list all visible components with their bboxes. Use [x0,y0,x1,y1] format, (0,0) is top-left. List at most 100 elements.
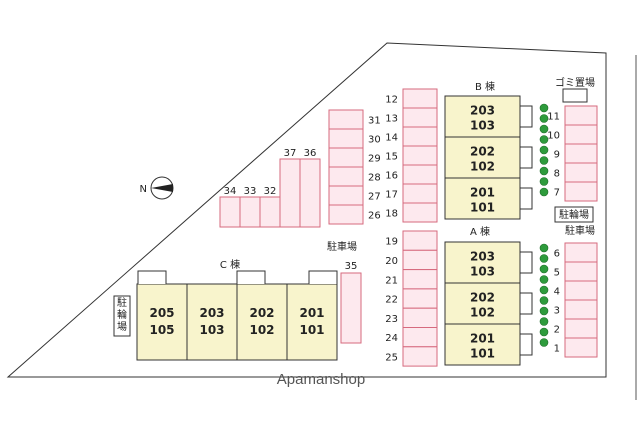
watermark: Apamanshop [277,371,365,388]
parking-col-b-number: 22 [385,295,398,306]
parking-col-31-space [328,166,364,187]
tree-icon [539,114,549,123]
parking-tall-space [299,158,321,228]
parking-single-number: 35 [345,261,358,272]
tree-icon [539,177,549,186]
parking-col-b-space [402,346,438,367]
tree-icon [539,327,549,337]
parking-col-31-number: 27 [368,192,381,203]
building-a-unit [444,241,521,284]
parking-col-a-space [402,126,438,147]
parking-row-number: 33 [244,186,257,197]
tree-icon [539,145,549,155]
north-label: N [140,184,147,195]
parking-right-top-number: 8 [554,169,560,180]
bicycle-parking-left [113,295,131,337]
tree-icon [539,285,549,295]
parking-col-a-space [402,88,438,109]
parking-tall-space [279,158,301,228]
building-b-unit [444,136,521,179]
building-c-label: C 棟 [220,258,240,271]
parking-right-top-number: 11 [547,112,560,123]
building-c-entrance [236,270,266,284]
building-b-lower-number: 101 [470,201,495,215]
parking-tall-number: 36 [304,148,317,159]
parking-row-number: 32 [264,186,277,197]
parking-right-label: 駐車場 [565,224,595,237]
parking-row-space [219,196,241,228]
parking-right-top-space [564,105,598,126]
parking-col-a-number: 13 [385,114,398,125]
parking-col-a-space [402,183,438,204]
parking-row-space [239,196,261,228]
tree-icon [539,156,549,165]
parking-col-b-space [402,269,438,290]
parking-right-bottom-space [564,318,598,339]
building-a-upper-number: 201 [470,332,495,346]
building-b-upper-number: 203 [470,104,495,118]
parking-col-31-space [328,128,364,149]
parking-center-label: 駐車場 [327,240,357,253]
parking-col-b-space [402,327,438,348]
parking-right-bottom-space [564,261,598,282]
building-c-unit [186,283,238,361]
north-arrow-icon: N [140,176,174,200]
building-c-upper-number: 203 [199,306,224,320]
parking-col-b-number: 25 [385,352,398,363]
building-a-label: A 棟 [470,225,490,238]
parking-right-top-space [564,124,598,145]
bicycle-parking-top-label: 駐輪場 [559,208,589,221]
parking-right-top-number: 10 [547,131,560,142]
building-c-lower-number: 102 [249,323,274,337]
parking-col-b-number: 20 [385,256,398,267]
parking-col-a-number: 17 [385,190,398,201]
parking-col-b-space [402,288,438,309]
tree-icon [539,264,549,274]
parking-right-top-number: 9 [554,150,560,161]
parking-right-top-number: 7 [554,188,560,199]
tree-icon [539,317,549,326]
parking-col-31-space [328,185,364,206]
parking-right-bottom-space [564,242,598,263]
building-b-upper-number: 201 [470,186,495,200]
parking-col-a-number: 14 [385,133,398,144]
parking-col-b-number: 24 [385,333,398,344]
parking-col-31-space [328,147,364,168]
parking-right-bottom-number: 2 [554,325,560,336]
bicycle-parking-left-label: 駐輪場 [117,296,127,333]
parking-col-b-space [402,230,438,251]
parking-right-bottom-space [564,299,598,320]
building-a-upper-number: 202 [470,291,495,305]
building-c-upper-number: 205 [149,306,174,320]
tree-icon [539,187,549,197]
tree-icon [539,135,549,144]
building-c-lower-number: 103 [199,323,224,337]
building-c-lower-number: 101 [299,323,324,337]
parking-single-space [340,272,362,344]
site-boundary [6,42,607,378]
building-c-unit [286,283,338,361]
building-b-balcony [520,146,533,169]
building-a-balcony [520,251,533,274]
parking-right-bottom-number: 1 [554,344,560,355]
building-b-balcony [520,187,533,210]
building-c-lower-number: 105 [149,323,174,337]
parking-right-bottom-space [564,280,598,301]
parking-right-bottom-number: 4 [554,287,560,298]
building-c-entrance [308,270,338,284]
building-b-lower-number: 102 [470,160,495,174]
tree-icon [539,338,549,347]
parking-col-b-number: 21 [385,275,398,286]
parking-row-number: 34 [224,186,237,197]
parking-col-31-number: 26 [368,211,381,222]
building-a-lower-number: 102 [470,306,495,320]
building-a-lower-number: 101 [470,347,495,361]
parking-col-31-number: 30 [368,135,381,146]
parking-col-a-space [402,145,438,166]
parking-right-bottom-number: 6 [554,249,560,260]
tree-icon [539,254,549,263]
building-c-unit [136,283,188,361]
building-a-unit [444,282,521,325]
parking-col-a-space [402,107,438,128]
parking-right-top-space [564,162,598,183]
